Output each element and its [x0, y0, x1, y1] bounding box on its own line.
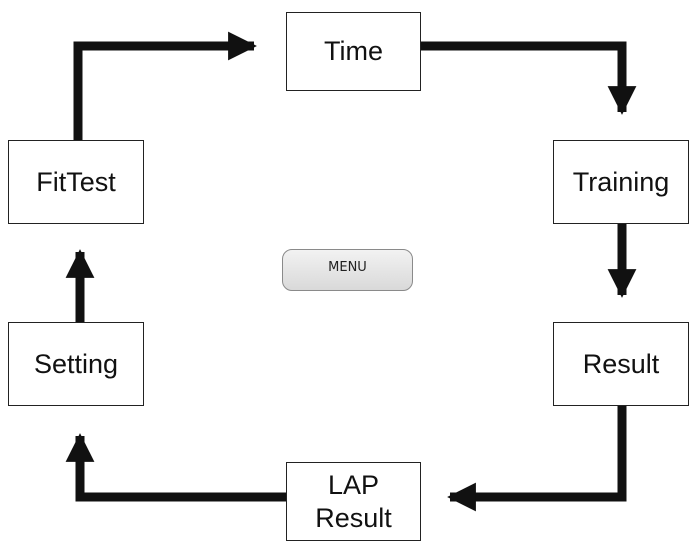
menu-button[interactable]: MENU: [282, 249, 413, 291]
node-setting[interactable]: Setting: [8, 322, 144, 406]
node-fittest-label: FitTest: [36, 166, 116, 197]
node-training-label: Training: [572, 166, 670, 197]
node-lap-result[interactable]: LAP Result: [286, 462, 421, 541]
arrow-time-to-training: [421, 41, 637, 115]
node-setting-label: Setting: [33, 348, 119, 379]
node-result[interactable]: Result: [553, 322, 689, 406]
node-training[interactable]: Training: [553, 140, 689, 224]
arrow-lap-to-setting: [65, 433, 286, 502]
node-result-label: Result: [582, 348, 660, 379]
arrow-result-to-lap: [447, 406, 627, 512]
node-time-label: Time: [324, 36, 383, 67]
node-time[interactable]: Time: [286, 12, 421, 91]
node-lap-label-line2: Result: [315, 502, 392, 533]
arrow-fittest-to-time: [73, 31, 257, 140]
node-lap-label-line1: LAP: [327, 470, 380, 501]
node-fittest[interactable]: FitTest: [8, 140, 144, 224]
